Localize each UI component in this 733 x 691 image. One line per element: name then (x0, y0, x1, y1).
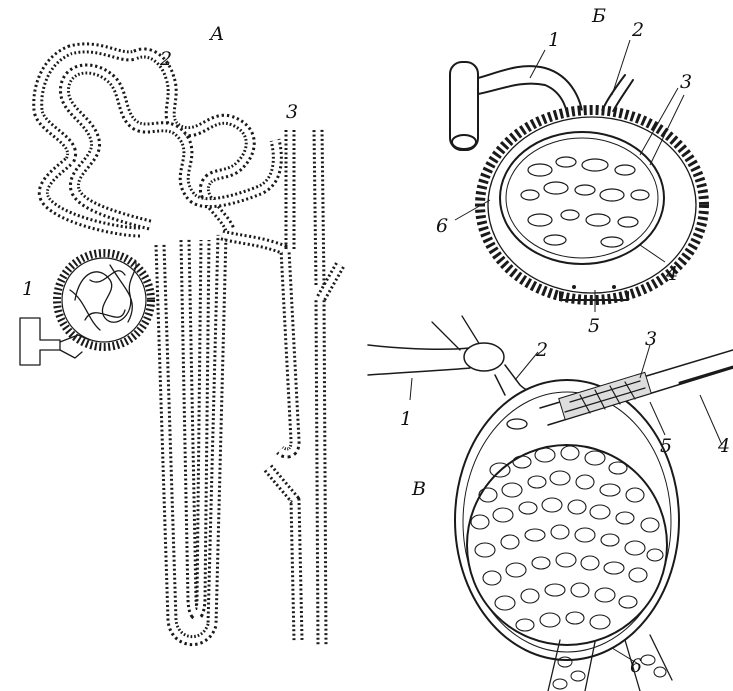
panel-b-corpuscle: Б 1 2 3 4 5 6 (436, 5, 704, 337)
panel-a-nephron: А 1 2 3 (20, 23, 340, 645)
renal-corpuscle-a (20, 253, 151, 365)
panel-c-label-2: 2 (535, 339, 548, 361)
panel-b-label-4: 4 (665, 263, 678, 285)
panel-a-label-3: 3 (286, 101, 298, 123)
glomerulus-b (500, 132, 664, 264)
panel-c-label-5: 5 (660, 435, 672, 457)
panel-b-label-2: 2 (631, 19, 644, 41)
panel-c-micropuncture: 1 2 3 4 5 6 В (368, 316, 733, 691)
proximal-convoluted-tubule (38, 48, 278, 232)
collecting-duct (268, 130, 340, 645)
distal-tubule (222, 235, 295, 453)
panel-c-label-4: 4 (717, 435, 730, 457)
panel-a-label-1: 1 (22, 278, 34, 300)
panel-c-label-1: 1 (400, 408, 412, 430)
panel-b-label-3: 3 (680, 71, 692, 93)
panel-b-label-5: 5 (588, 315, 600, 337)
panel-b-label-6: 6 (436, 215, 448, 237)
loop-of-henle (160, 235, 222, 641)
panel-c-label-3: 3 (645, 328, 657, 350)
panel-c-label-6: 6 (630, 655, 642, 677)
panel-c-letter: В (411, 478, 426, 500)
panel-a-letter: А (208, 23, 224, 45)
panel-b-label-1: 1 (548, 29, 560, 51)
panel-a-label-2: 2 (159, 48, 172, 70)
panel-b-letter: Б (591, 5, 606, 27)
